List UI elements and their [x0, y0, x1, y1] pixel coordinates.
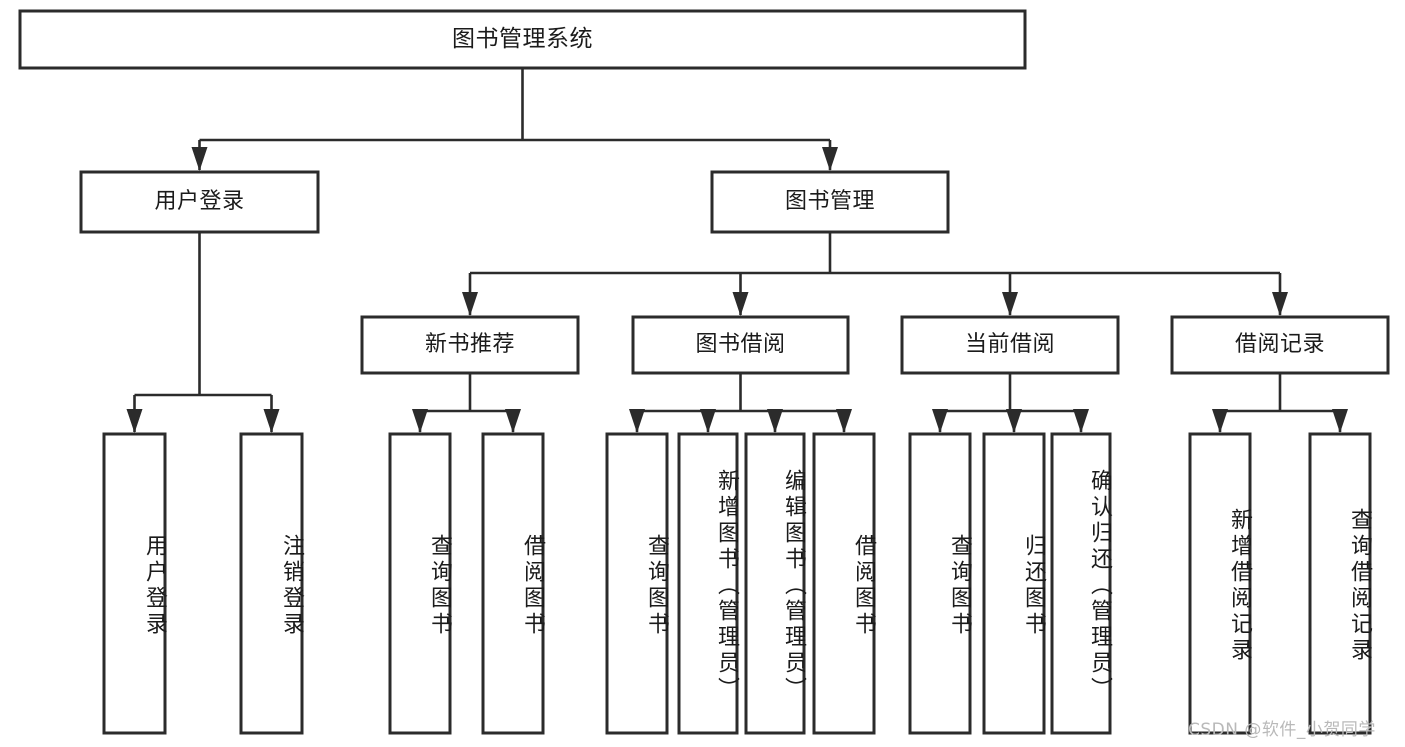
arrow-head-icon-leaf-query-book-1 [412, 409, 428, 433]
node-box-book-manage[interactable] [710, 170, 950, 234]
arrow-head-icon-leaf-query-book-3 [932, 409, 948, 433]
arrow-head-icon-new-book-rec [462, 292, 478, 316]
node-box-current-borrow[interactable] [900, 315, 1120, 375]
csdn-watermark: CSDN @软件_小贺同学 [1188, 720, 1376, 740]
node-box-leaf-add-borrow-record[interactable] [1188, 432, 1252, 735]
node-box-leaf-confirm-return-admin[interactable] [1050, 432, 1112, 735]
node-box-leaf-logout-login[interactable] [239, 432, 304, 735]
arrow-head-icon-book-manage [822, 147, 838, 171]
arrow-head-icon-leaf-borrow-book-1 [505, 409, 521, 433]
arrow-head-icon-current-borrow [1002, 292, 1018, 316]
arrow-head-icon-borrow-record [1272, 292, 1288, 316]
node-box-leaf-borrow-book-2[interactable] [812, 432, 876, 735]
arrow-head-icon-leaf-add-book-admin [700, 409, 716, 433]
arrow-head-icon-leaf-edit-book-admin [767, 409, 783, 433]
node-box-leaf-borrow-book-1[interactable] [481, 432, 545, 735]
node-box-leaf-user-login[interactable] [102, 432, 167, 735]
arrow-head-icon-leaf-return-book [1006, 409, 1022, 433]
node-box-leaf-query-book-1[interactable] [388, 432, 452, 735]
node-box-leaf-query-book-3[interactable] [908, 432, 972, 735]
node-box-leaf-return-book[interactable] [982, 432, 1046, 735]
node-box-leaf-add-book-admin[interactable] [677, 432, 739, 735]
node-box-borrow-record[interactable] [1170, 315, 1390, 375]
arrow-head-icon-user-login [191, 147, 208, 171]
node-box-leaf-edit-book-admin[interactable] [744, 432, 806, 735]
arrow-head-icon-leaf-add-borrow-record [1212, 409, 1228, 433]
node-box-leaf-query-borrow-record[interactable] [1308, 432, 1372, 735]
arrow-head-icon-leaf-borrow-book-2 [836, 409, 852, 433]
arrow-head-icon-book-borrow [732, 292, 749, 316]
arrow-head-icon-leaf-query-borrow-record [1332, 409, 1348, 433]
connector-lines [126, 68, 1348, 433]
node-box-root[interactable] [18, 9, 1027, 70]
node-boxes [18, 9, 1390, 735]
arrow-head-icon-leaf-user-login [126, 409, 143, 433]
arrow-head-icon-leaf-query-book-2 [629, 409, 645, 433]
node-box-user-login[interactable] [79, 170, 320, 234]
arrow-head-icon-leaf-confirm-return-admin [1073, 409, 1089, 433]
node-box-leaf-query-book-2[interactable] [605, 432, 669, 735]
arrow-head-icon-leaf-logout-login [263, 409, 280, 433]
node-box-new-book-rec[interactable] [360, 315, 580, 375]
node-box-book-borrow[interactable] [631, 315, 850, 375]
